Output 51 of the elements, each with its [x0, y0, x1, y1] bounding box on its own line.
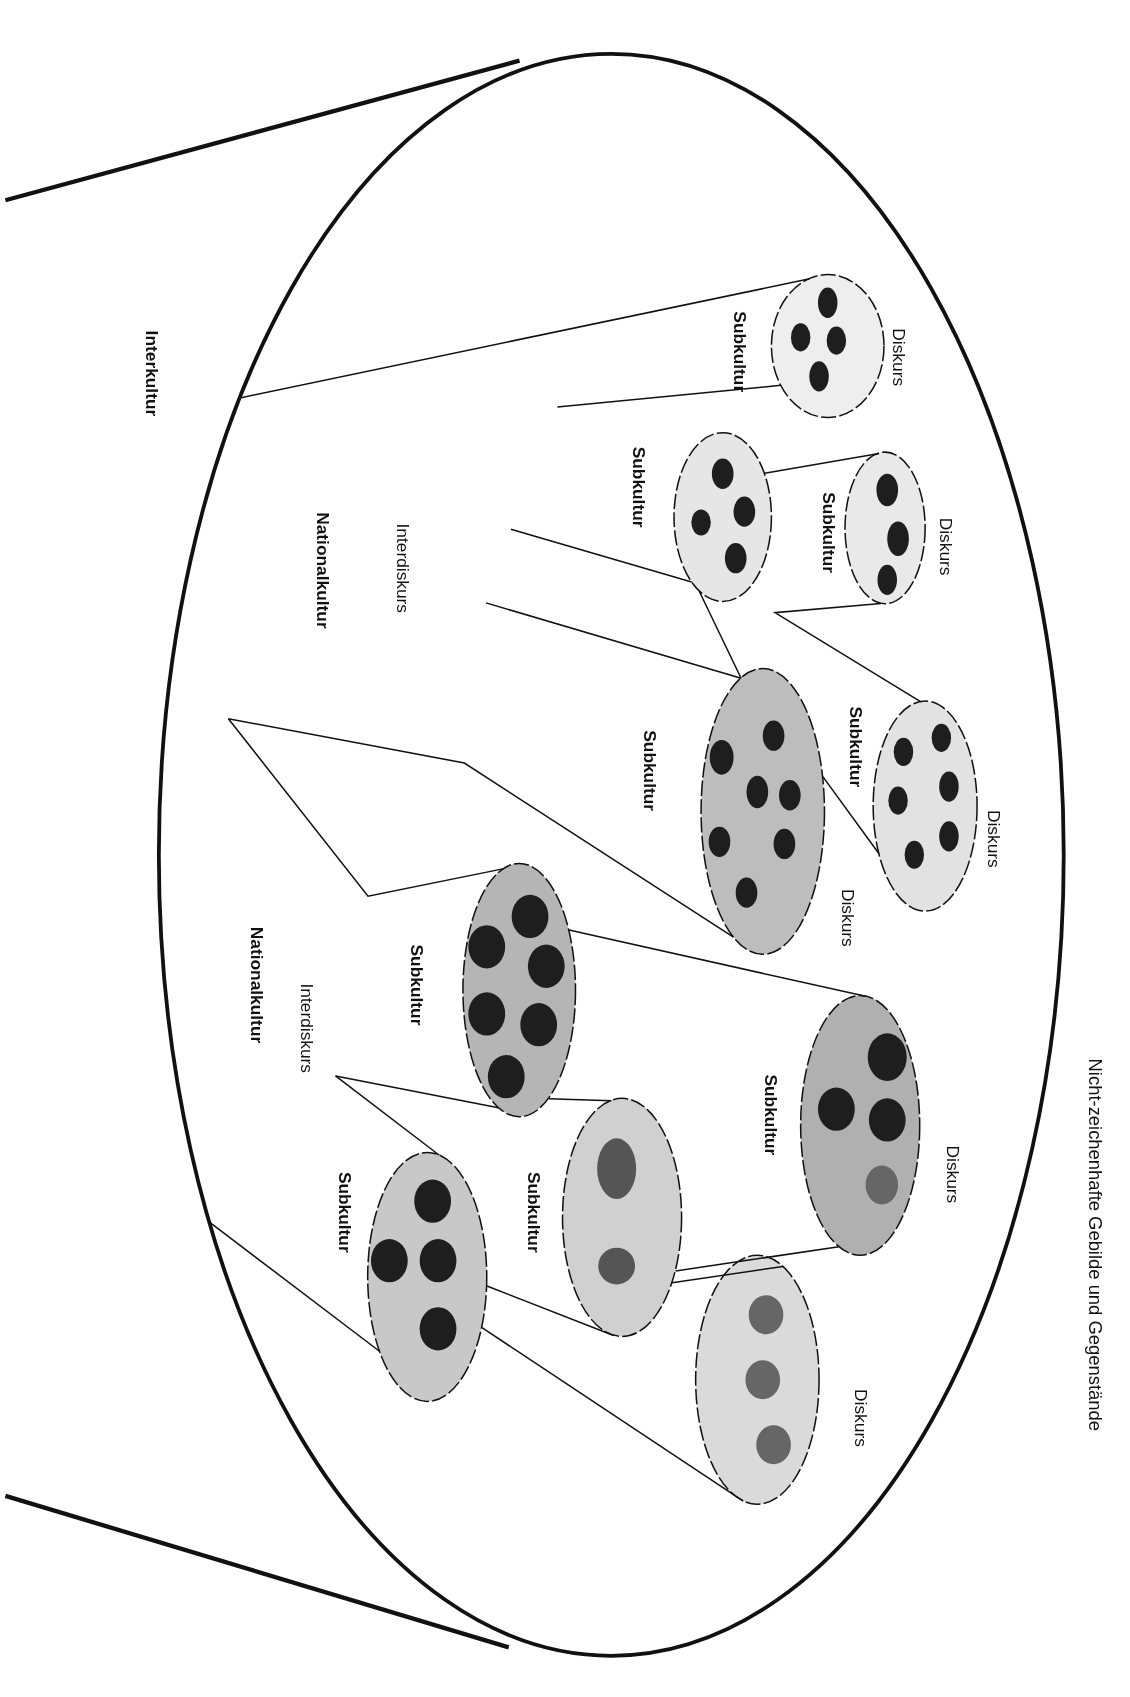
projection-line	[227, 717, 735, 938]
ellipse-label: Diskurs	[851, 1389, 870, 1447]
dotted-ellipse	[367, 1152, 488, 1403]
projection-line	[763, 452, 880, 474]
dotted-ellipse	[771, 274, 886, 419]
projection-line	[510, 528, 693, 583]
projection-line	[481, 1326, 745, 1502]
ellipse-label: Subkultur	[730, 311, 748, 393]
region-label: Interdiskurs	[297, 983, 315, 1074]
dotted-ellipse	[562, 1097, 683, 1338]
ellipse-label: Subkultur	[629, 446, 648, 528]
region-label: Interkultur	[142, 330, 161, 417]
ellipse-label: Subkultur	[524, 1171, 543, 1253]
ellipse-label: Diskurs	[889, 328, 908, 387]
region-label: Nationalkultur	[247, 926, 266, 1044]
title: Nicht-zeichenhafte Gebilde und Gegenstände	[1086, 1058, 1105, 1431]
projection-line	[674, 1245, 840, 1272]
ellipse-label: Diskurs	[936, 517, 954, 576]
ellipse-label: Subkultur	[762, 1074, 780, 1156]
projection-line	[227, 717, 505, 898]
projection-line	[239, 278, 811, 399]
ellipse-label: Diskurs	[838, 889, 857, 947]
projection-line	[208, 1221, 381, 1353]
dotted-ellipse	[462, 863, 577, 1118]
projection-line	[556, 384, 782, 408]
dotted-ellipse	[695, 1254, 821, 1506]
projection-line	[671, 1265, 784, 1284]
projection-line	[334, 1075, 441, 1156]
dotted-ellipse	[844, 451, 927, 605]
ellipse-label: Subkultur	[640, 730, 659, 812]
ellipse-label: Diskurs	[985, 810, 1003, 868]
dotted-ellipse	[700, 668, 826, 956]
ellipse-label: Diskurs	[943, 1145, 962, 1204]
region-label: Nationalkultur	[313, 512, 332, 629]
ellipse-label: Subkultur	[335, 1171, 353, 1253]
projection-line	[698, 590, 742, 679]
projection-line	[822, 775, 880, 855]
ellipse-label: Subkultur	[819, 492, 837, 573]
projection-line	[334, 1075, 500, 1109]
projection-line	[772, 602, 922, 703]
ellipse-label: Subkultur	[408, 944, 426, 1026]
projection-line	[547, 1098, 613, 1102]
dotted-ellipse	[673, 432, 773, 603]
ellipse-label: Subkultur	[846, 706, 864, 788]
dotted-ellipse	[800, 995, 921, 1257]
region-label: Interdiskurs	[394, 523, 412, 613]
large-ellipse	[157, 52, 1066, 1658]
projection-line	[486, 1285, 615, 1337]
dotted-ellipse	[872, 700, 979, 913]
projection-line	[485, 602, 742, 679]
projection-line	[568, 929, 867, 998]
